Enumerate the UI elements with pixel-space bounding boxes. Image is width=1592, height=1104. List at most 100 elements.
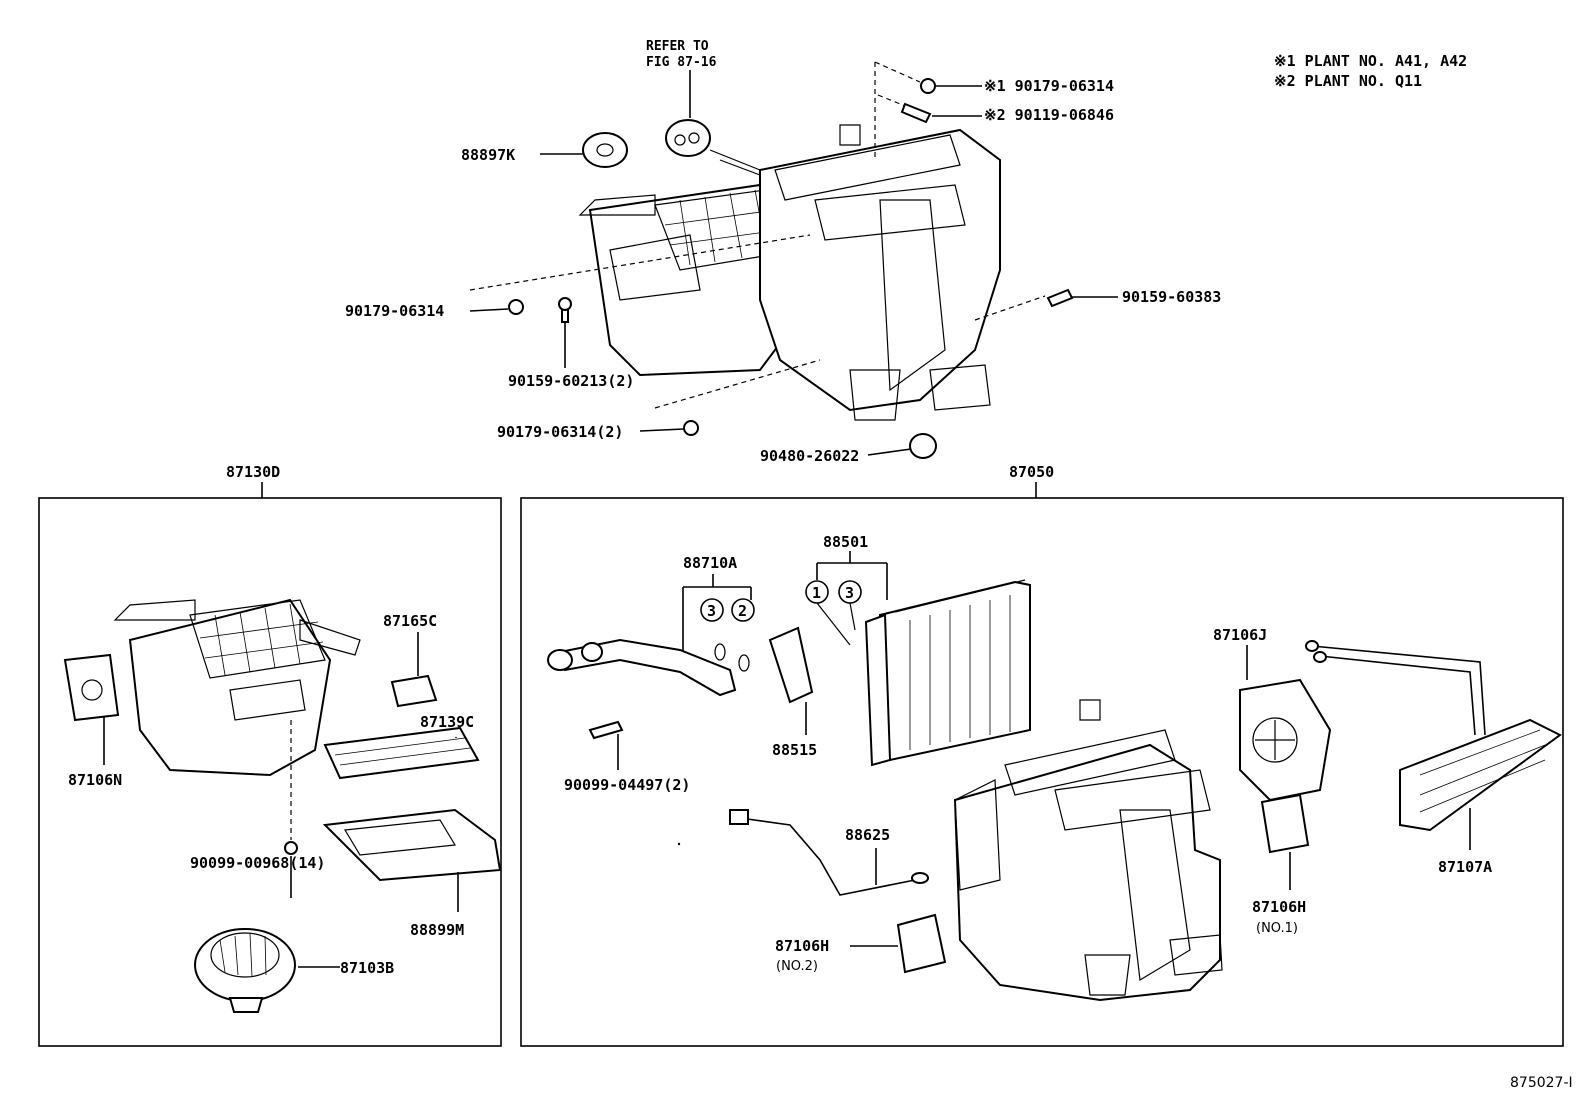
label-87106n: 87106N <box>68 771 122 789</box>
clip-90480-icon <box>909 433 937 459</box>
cooling-unit-box <box>520 497 1564 1047</box>
bolt-04497-icon <box>588 720 624 740</box>
heater-case-rib <box>879 199 946 392</box>
foot-duct-left <box>849 369 901 421</box>
label-90480-26022: 90480-26022 <box>760 447 859 465</box>
label-87103b: 87103B <box>340 959 394 977</box>
label-88501: 88501 <box>823 533 868 551</box>
heater-case-rib-2 <box>1119 809 1191 981</box>
blower-unit-bracket <box>113 599 196 621</box>
blower-assembly-box <box>38 497 502 1047</box>
blower-motor-fan <box>210 932 280 978</box>
callout-3-a-text: 3 <box>707 602 716 620</box>
heater-case-tab <box>1079 699 1101 721</box>
guide-4 <box>469 234 811 291</box>
heater-case-top-duct <box>774 134 961 201</box>
guide-5 <box>974 295 1046 321</box>
evaporator-88501 <box>873 580 1031 762</box>
leader-90480 <box>867 448 912 456</box>
screw-00968-icon <box>284 841 298 855</box>
heater-case-87050 <box>953 699 1223 1002</box>
bolt-2-icon <box>900 102 932 124</box>
callout-1-pointer <box>816 602 851 646</box>
stray-dot <box>677 842 681 846</box>
blower-unit-grille <box>189 599 326 679</box>
heater-core-87107a <box>1399 718 1562 832</box>
nut-bottom-icon <box>683 420 699 436</box>
filter-87139c <box>323 726 480 780</box>
heater-case-outlet <box>814 184 966 241</box>
callout-3-a <box>700 598 724 622</box>
leader-88501 <box>816 551 888 600</box>
leader-88710a <box>682 574 752 655</box>
heater-case-foot-left <box>1084 954 1131 996</box>
label-90159-60383: 90159-60383 <box>1122 288 1221 306</box>
thermistor-88625 <box>739 817 916 896</box>
note-plant-1: ※1 PLANT NO. A41, A42 <box>1274 52 1467 70</box>
servo-87106n <box>63 653 120 722</box>
servo-87106j-wheel <box>1252 717 1298 763</box>
label-87165c: 87165C <box>383 612 437 630</box>
thermistor-tip <box>911 872 929 884</box>
grommet-right-hole-a <box>674 134 686 146</box>
screw-60213-head-icon <box>558 297 572 311</box>
label-88897k: 88897K <box>461 146 515 164</box>
leader-90179-bottom <box>639 428 685 432</box>
grommet-right-hole-b <box>688 132 700 144</box>
label-90179-06314-left: 90179-06314 <box>345 302 444 320</box>
blower-bracket <box>578 194 656 216</box>
label-87130d: 87130D <box>226 463 280 481</box>
o-ring-a <box>714 643 726 661</box>
label-90099-00968: 90099-00968(14) <box>190 854 325 872</box>
servo-87106h-no2 <box>896 913 947 974</box>
grommet-left <box>582 132 628 168</box>
heater-case-top <box>1004 729 1176 796</box>
label-90159-60213: 90159-60213(2) <box>508 372 634 390</box>
leader-90179-left <box>469 308 509 312</box>
blower-unit-arm <box>299 619 361 656</box>
label-87107a: 87107A <box>1438 858 1492 876</box>
label-90119-06846: ※2 90119-06846 <box>984 106 1114 124</box>
heater-case-body <box>953 743 1221 1002</box>
heater-case <box>759 128 1001 412</box>
refer-fig-label: FIG 87-16 <box>646 55 717 70</box>
evaporator-top-edge <box>894 579 1026 613</box>
guide-6 <box>654 359 821 409</box>
callout-2 <box>731 598 755 622</box>
evaporator-tank <box>864 613 892 767</box>
heater-core-pipes <box>1311 645 1486 736</box>
o-ring-b <box>738 654 750 672</box>
guide-2 <box>874 61 921 83</box>
nut-left-icon <box>508 299 524 315</box>
label-87106j: 87106J <box>1213 626 1267 644</box>
thermistor-connector <box>729 809 749 825</box>
label-90179-06314-bottom: 90179-06314(2) <box>497 423 623 441</box>
label-88899m: 88899M <box>410 921 464 939</box>
resistor-87165c <box>390 674 438 708</box>
heater-core-pipe-end-1 <box>1305 640 1319 652</box>
grommet-right <box>665 119 711 157</box>
blower-motor-shaft <box>228 997 264 1013</box>
label-88710a: 88710A <box>683 554 737 572</box>
refer-to-label: REFER TO <box>646 39 709 54</box>
blower-unit <box>113 598 361 777</box>
callout-1-text: 1 <box>812 584 821 602</box>
blower-inlet <box>609 234 701 301</box>
callout-3-b-text: 3 <box>845 584 854 602</box>
heater-case-vent <box>1054 769 1211 831</box>
nut-1-icon <box>920 78 936 94</box>
label-90099-04497: 90099-04497(2) <box>564 776 690 794</box>
blower-motor-87103b <box>194 928 296 1002</box>
label-88625: 88625 <box>845 826 890 844</box>
foot-duct-right <box>929 364 991 411</box>
heater-case-side <box>954 779 1001 891</box>
label-87050: 87050 <box>1009 463 1054 481</box>
callout-2-text: 2 <box>738 602 747 620</box>
expansion-valve-88515 <box>768 626 814 704</box>
top-tab <box>839 124 861 146</box>
pipe-stubs <box>709 149 761 176</box>
label-87106h-no2: 87106H <box>775 937 829 955</box>
grommet-left-hole <box>596 143 614 157</box>
